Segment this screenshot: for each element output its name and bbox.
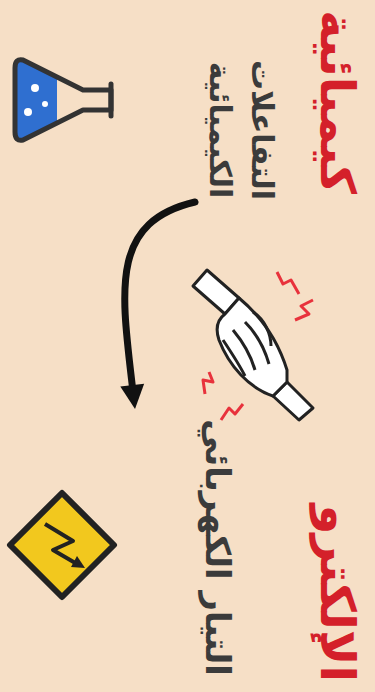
node-label: التيار الكهربائي bbox=[193, 417, 243, 678]
diagram-title: الإلكترو كيميائية bbox=[305, 10, 371, 682]
spark-marks bbox=[203, 272, 313, 420]
node-label: التفاعلات الكيميائية bbox=[199, 38, 283, 222]
warning-sign bbox=[10, 493, 114, 597]
handshake-icon bbox=[193, 270, 313, 420]
arrow-line bbox=[125, 202, 195, 389]
curved-arrow bbox=[120, 202, 195, 409]
flask-icon bbox=[15, 60, 111, 141]
text-node: التفاعلات الكيميائية bbox=[195, 30, 287, 230]
text-node: التيار الكهربائي bbox=[7, 409, 247, 686]
arrow-head bbox=[120, 384, 144, 409]
